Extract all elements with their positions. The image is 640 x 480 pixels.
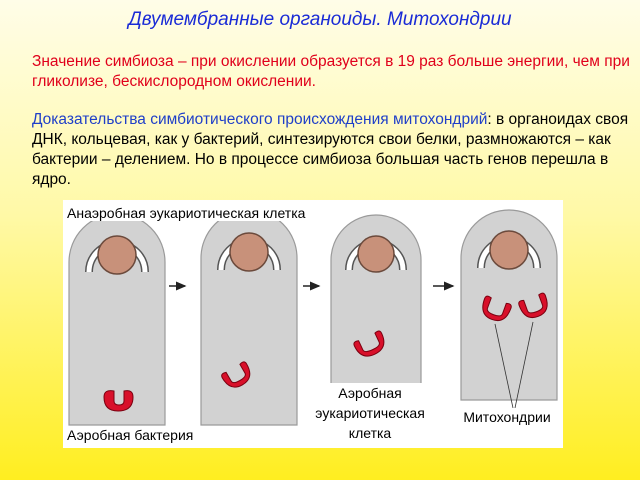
evidence-heading: Доказательства симбиотического происхожд… xyxy=(32,111,488,128)
bacterium-entering xyxy=(221,361,251,388)
slide-title: Двумембранные органоиды. Митохондрии xyxy=(128,9,512,30)
cell-stage-3 xyxy=(330,214,422,426)
engulfed-mitochondrion xyxy=(353,330,385,357)
pointer-line-left xyxy=(494,323,514,409)
anaerobic-cell-stage-2 xyxy=(200,209,298,426)
mitochondria-label: Митохондрии xyxy=(463,409,550,425)
aerobic-cell-label-line3: клетка xyxy=(349,425,392,441)
nucleus xyxy=(229,232,269,272)
endosymbiosis-diagram: Анаэробная эукариотическая клетка Аэробн… xyxy=(63,200,563,448)
evidence-body: : в органоидах своя ДНК, кольцевая, как … xyxy=(32,111,629,188)
anaerobic-cell-stage-1 xyxy=(68,213,166,426)
aerobic-bacterium-label: Аэробная бактерия xyxy=(67,427,193,443)
aerobic-cell-label-line1: Аэробная xyxy=(338,385,401,401)
nucleus xyxy=(489,230,529,270)
anaerobic-cell-label: Анаэробная эукариотическая клетка xyxy=(67,205,306,221)
symbiosis-significance-text: Значение симбиоза – при окислении образу… xyxy=(32,53,630,90)
aerobic-cell-label-line2: эукариотическая xyxy=(315,405,425,421)
nucleus xyxy=(357,235,395,273)
aerobic-bacterium xyxy=(103,390,134,412)
pointer-line-right xyxy=(514,321,534,409)
mitochondrion-right xyxy=(518,292,548,319)
nucleus xyxy=(97,235,137,275)
symbiotic-evidence-text: Доказательства симбиотического происхожд… xyxy=(32,110,632,190)
mitochondrion-left xyxy=(482,295,512,322)
